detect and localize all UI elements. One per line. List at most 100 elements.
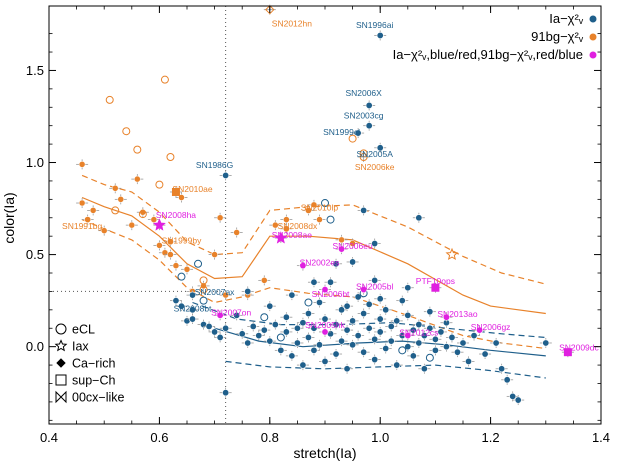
sn-label-sn2009dc: SN2009dc [559, 342, 599, 352]
ia-point [354, 332, 362, 340]
labeled-point-sn1999by [166, 238, 174, 246]
marker-legend-label: sup−Ch [72, 374, 115, 388]
ia-point [365, 300, 373, 308]
ia-point [177, 302, 185, 310]
ia-point [266, 337, 274, 345]
sn-label-sn2005a: SN2005A [356, 149, 393, 159]
ia-point [426, 324, 434, 332]
ia-point [503, 376, 511, 384]
ia-open-point [199, 296, 208, 305]
sn-label-sn2007on: SN2007on [211, 307, 251, 317]
ia-point [216, 333, 224, 341]
ia-point [349, 317, 357, 325]
labeled-point-sn2002es [299, 262, 307, 270]
ia-point [415, 321, 423, 329]
bg91-open-point [105, 95, 114, 104]
ia-point [509, 392, 517, 400]
bg91-point [178, 194, 185, 201]
labeled-point-sn2013ao [442, 313, 450, 321]
sn-label-sn2003cg: SN2003cg [344, 110, 384, 120]
bg91-open-point [155, 180, 164, 189]
ia-point [238, 330, 246, 338]
trend-lines [81, 174, 546, 379]
ia-point [376, 328, 384, 336]
bg91-point [167, 251, 174, 258]
ia-point [205, 322, 213, 330]
ia-point [233, 311, 241, 319]
data-points [76, 4, 574, 406]
bg91-point [261, 277, 268, 284]
ia-point [360, 348, 368, 356]
labeled-point-sn1996ai [376, 31, 384, 39]
bg91-point [211, 251, 218, 258]
labeled-point-sn2008dx [282, 225, 290, 233]
labeled-point-sn1991bg [84, 216, 92, 224]
ia-point [349, 341, 357, 349]
bg91-point [100, 227, 108, 234]
bg91-open-point [348, 134, 357, 143]
ia-point [349, 258, 357, 266]
bg91-point [156, 242, 163, 249]
bg91-point [233, 229, 240, 236]
labeled-point-sn2010ae [171, 187, 180, 196]
ia-point [277, 346, 285, 354]
labeled-point-sn2005a [376, 144, 384, 152]
ia-point [498, 365, 506, 373]
ia-point [249, 322, 257, 330]
ia-point [415, 214, 423, 222]
ia-point [360, 310, 368, 318]
ia-open-point [194, 259, 203, 268]
ia-open-point [177, 272, 186, 281]
ia-point [288, 291, 296, 299]
x-tick-label: 1.4 [592, 430, 610, 445]
ia-point [382, 345, 390, 353]
ia-point [189, 315, 197, 323]
legend-swatch [589, 33, 597, 41]
bg91-open-point [122, 127, 131, 136]
y-tick-label: 1.5 [26, 63, 44, 78]
ia-point [310, 324, 318, 332]
bg91-point [222, 291, 229, 299]
labeled-point-sn2005bl [360, 286, 368, 294]
labeled-point-ptf10ops [431, 283, 440, 292]
ia-point [426, 308, 434, 316]
legend-swatch [589, 15, 597, 23]
marker-legend-label: eCL [72, 323, 95, 337]
bg91-point [349, 240, 356, 247]
ia-point [354, 293, 362, 301]
bg91-point [150, 216, 158, 223]
ia-point [442, 343, 450, 351]
bg91-point [272, 221, 279, 229]
ia-point [304, 310, 312, 318]
ia-point [448, 333, 456, 341]
ia-point [404, 343, 412, 351]
marker-legend-label: Iax [72, 340, 89, 354]
ia-point [415, 339, 423, 347]
ia-point [293, 324, 301, 332]
ia-point [299, 319, 307, 327]
marker-legend-square [55, 374, 67, 386]
sn-label-sn2012cs: SN2012cs [399, 328, 438, 338]
sn-label-sn2006ke: SN2006ke [355, 162, 395, 172]
ia-point [288, 352, 296, 360]
bg91-open-star [445, 247, 459, 261]
bg91-upper-line [81, 174, 546, 285]
labeled-point-sn2006bt [321, 286, 329, 294]
ia-point [310, 278, 318, 286]
ia-point [398, 297, 406, 305]
bg91-mean-line [81, 196, 546, 315]
labeled-point-sn2010lp [304, 206, 312, 214]
labeled-point-sn2005hk [321, 328, 329, 336]
sn-label-sn2008dx: SN2008dx [278, 221, 318, 231]
x-axis-title: stretch(Ia) [293, 445, 356, 461]
sn-label-sn2012hn: SN2012hn [272, 18, 312, 28]
bg91-open-point [138, 210, 147, 219]
sn-label-sn2008ha: SN2008ha [156, 210, 196, 220]
ia-point [244, 339, 252, 347]
labeled-point-sn2008ae [274, 231, 288, 244]
y-axis-title: color(Ia) [1, 192, 17, 243]
labeled-point-sn1986g [222, 171, 230, 179]
